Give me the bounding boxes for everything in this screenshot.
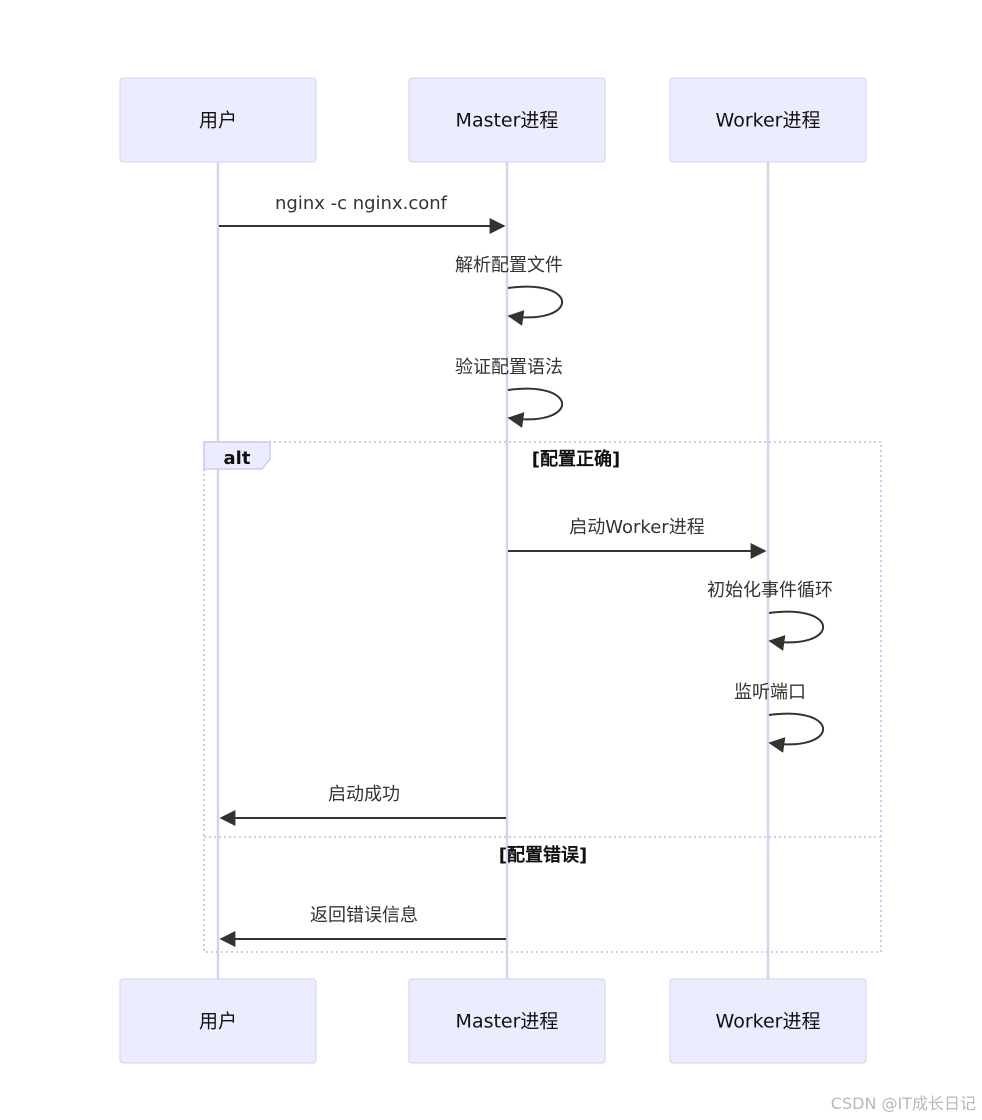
message-label: 启动成功 [328, 784, 400, 805]
message-label: 解析配置文件 [455, 255, 563, 276]
actor-label: 用户 [199, 1011, 237, 1033]
condition-label: [配置正确] [532, 448, 620, 470]
actor-user-bottom: 用户 [119, 978, 317, 1064]
watermark: CSDN @IT成长日记 [831, 1094, 976, 1113]
self-message-arrow [507, 285, 564, 326]
actor-label: 用户 [199, 110, 237, 132]
self-message-arrow [768, 610, 825, 651]
message-label: 初始化事件循环 [707, 580, 833, 601]
actor-master-bottom: Master进程 [408, 978, 606, 1064]
message-label: 监听端口 [734, 682, 806, 703]
message-label: 启动Worker进程 [569, 517, 704, 538]
message-label: 返回错误信息 [310, 905, 418, 926]
actor-worker-top: Worker进程 [669, 77, 867, 163]
self-message-arrow [507, 387, 564, 428]
condition-label: [配置错误] [499, 844, 587, 866]
actor-worker-bottom: Worker进程 [669, 978, 867, 1064]
message-label: nginx -c nginx.conf [275, 193, 448, 214]
message-label: 验证配置语法 [455, 357, 563, 378]
actor-label: Master进程 [456, 110, 559, 132]
actor-label: Worker进程 [716, 1011, 821, 1033]
actor-user-top: 用户 [119, 77, 317, 163]
self-message-arrow [768, 712, 825, 753]
actor-label: Master进程 [456, 1011, 559, 1033]
alt-frame: alt [配置正确] [配置错误] [203, 441, 882, 953]
actor-master-top: Master进程 [408, 77, 606, 163]
actor-label: Worker进程 [716, 110, 821, 132]
alt-label: alt [224, 448, 251, 469]
